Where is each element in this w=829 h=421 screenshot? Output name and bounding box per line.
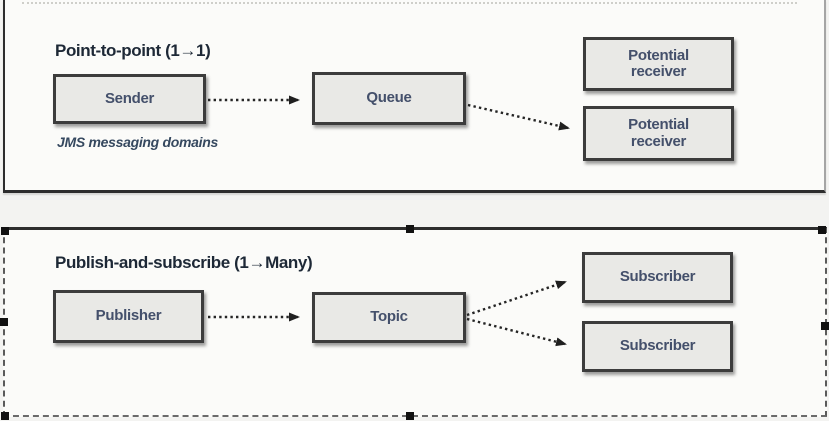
point-to-point-title: Point-to-point (1→1) [55,41,211,60]
node-subscriber-2: Subscriber [582,321,733,372]
node-potential-receiver-2: Potential receiver [583,106,734,161]
node-topic: Topic [312,292,466,343]
node-sender-label: Sender [104,89,155,107]
node-publisher: Publisher [53,290,204,343]
node-publisher-label: Publisher [95,307,162,325]
selection-handle-bottom-left[interactable] [1,412,9,420]
selection-handle-middle-right[interactable] [821,322,829,330]
node-potential-receiver-1: Potential receiver [583,37,734,91]
node-queue-label: Queue [366,89,412,107]
selection-handle-top-right[interactable] [818,226,826,234]
selection-handle-bottom-middle[interactable] [406,412,414,420]
selection-handle-top-left[interactable] [1,227,9,235]
selection-handle-top-middle[interactable] [406,225,414,233]
node-potential-receiver-1-label: Potential receiver [628,46,689,80]
node-potential-receiver-2-label: Potential receiver [628,116,689,150]
panel-top-dotted-edge [22,2,797,4]
node-topic-label: Topic [370,308,408,326]
figure-caption: JMS messaging domains [57,134,218,150]
node-queue: Queue [312,72,466,125]
node-subscriber-1: Subscriber [582,252,733,303]
node-subscriber-1-label: Subscriber [619,268,696,286]
publish-subscribe-title: Publish-and-subscribe (1→Many) [55,253,313,272]
node-sender: Sender [53,74,206,124]
node-subscriber-2-label: Subscriber [619,337,696,355]
selection-handle-middle-left[interactable] [0,318,8,326]
